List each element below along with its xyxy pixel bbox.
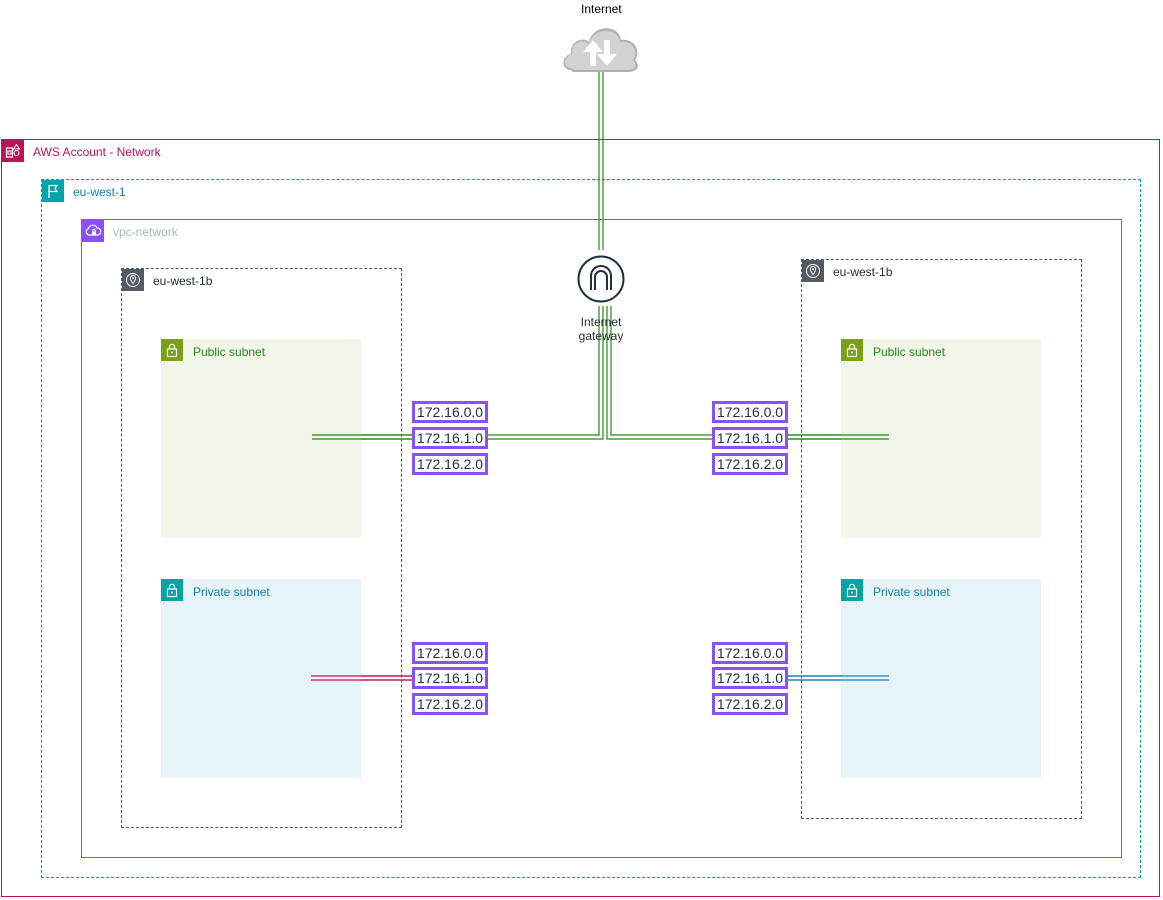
vpc-icon — [82, 220, 104, 242]
right-private-subnet-lock-icon — [841, 579, 863, 601]
region-group — [41, 179, 1141, 878]
left-private-subnet-label: Private subnet — [193, 585, 270, 599]
route-entry[interactable]: 172.16.1.0 — [412, 427, 488, 449]
aws-account-group — [1, 139, 1160, 897]
internet-label: Internet — [581, 2, 622, 16]
route-entry[interactable]: 172.16.1.0 — [712, 427, 788, 449]
left-public-subnet-lock-icon — [161, 339, 183, 361]
vpc-group — [81, 219, 1122, 858]
route-entry[interactable]: 172.16.1.0 — [712, 667, 788, 689]
internet-gateway-label: Internet gateway — [561, 315, 641, 343]
right-private-subnet — [841, 579, 1041, 778]
internet-cloud-icon — [559, 18, 643, 74]
az-right-location-icon — [802, 260, 824, 282]
route-entry[interactable]: 172.16.2.0 — [712, 453, 788, 475]
internet-to-igw-link — [598, 72, 604, 250]
az-right-group — [801, 259, 1082, 819]
internet-gateway-label-line1: Internet — [580, 315, 622, 329]
aws-account-icon — [2, 140, 24, 162]
left-private-subnet-lock-icon — [161, 579, 183, 601]
route-entry[interactable]: 172.16.2.0 — [412, 453, 488, 475]
right-public-subnet-label: Public subnet — [873, 345, 946, 359]
route-entry[interactable]: 172.16.2.0 — [712, 693, 788, 715]
route-entry[interactable]: 172.16.0.0 — [412, 642, 488, 664]
vpc-label: vpc-network — [113, 225, 178, 239]
region-flag-icon — [42, 180, 64, 202]
left-public-subnet-label: Public subnet — [193, 345, 266, 359]
aws-account-label: AWS Account - Network — [33, 145, 161, 159]
az-left-label: eu-west-1b — [153, 274, 213, 288]
left-private-subnet — [161, 579, 361, 778]
route-entry[interactable]: 172.16.2.0 — [412, 693, 488, 715]
az-left-location-icon — [122, 269, 144, 291]
az-right-label: eu-west-1b — [833, 265, 893, 279]
right-public-subnet-lock-icon — [841, 339, 863, 361]
internet-gateway-label-line2: gateway — [578, 329, 624, 343]
route-entry[interactable]: 172.16.0.0 — [712, 642, 788, 664]
route-entry[interactable]: 172.16.0.0 — [712, 401, 788, 423]
route-entry[interactable]: 172.16.0.0 — [412, 401, 488, 423]
route-entry[interactable]: 172.16.1.0 — [412, 667, 488, 689]
right-private-subnet-label: Private subnet — [873, 585, 950, 599]
az-left-group — [121, 268, 402, 828]
region-label: eu-west-1 — [73, 185, 126, 199]
internet-gateway-icon[interactable] — [577, 255, 625, 303]
